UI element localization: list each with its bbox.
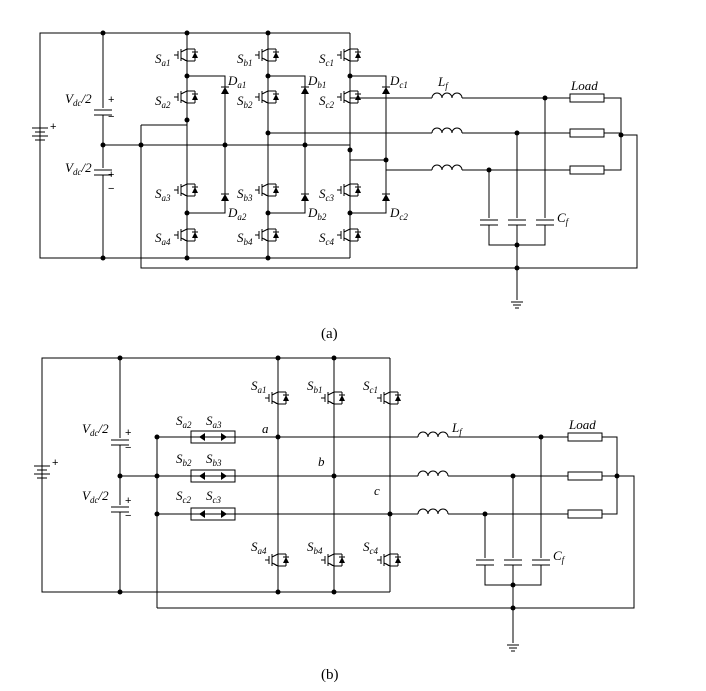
svg-text:Sc2: Sc2: [176, 488, 191, 505]
svg-text:Sb1: Sb1: [237, 51, 253, 68]
svg-text:Sc3: Sc3: [206, 488, 221, 505]
svg-text:Sc4: Sc4: [363, 539, 378, 556]
svg-text:Sc3: Sc3: [319, 186, 334, 203]
svg-text:Sa2: Sa2: [155, 93, 171, 110]
node-b: b: [318, 454, 325, 469]
svg-text:Sc2: Sc2: [319, 93, 334, 110]
svg-text:Sa2: Sa2: [176, 413, 192, 430]
svg-text:Sa3: Sa3: [206, 413, 222, 430]
cf-label-b: C: [553, 548, 562, 563]
svg-text:Sa3: Sa3: [155, 186, 171, 203]
svg-text:Db1: Db1: [307, 73, 326, 90]
svg-text:Vdc/2: Vdc/2: [65, 160, 92, 177]
lf-label-a: L: [437, 74, 445, 89]
svg-text:Sa4: Sa4: [251, 539, 267, 556]
svg-text:+: +: [108, 94, 114, 106]
svg-text:Db2: Db2: [307, 205, 327, 222]
svg-text:Vdc/2: Vdc/2: [82, 488, 109, 505]
svg-text:Sb4: Sb4: [307, 539, 323, 556]
svg-text:−: −: [125, 510, 131, 522]
vdc-label-a2: V: [65, 160, 75, 175]
svg-text:Sc1: Sc1: [319, 51, 334, 68]
load-label-b: Load: [568, 417, 596, 432]
svg-text:Sb3: Sb3: [237, 186, 253, 203]
svg-text:Sb3: Sb3: [206, 451, 222, 468]
diagram-a: + Vdc/2 + − Vdc/2 + −: [31, 30, 638, 342]
svg-text:Dc2: Dc2: [389, 205, 408, 222]
svg-text:Sa4: Sa4: [155, 230, 171, 247]
switch-labels-b: Sa1 Sb1 Sc1 Sa4 Sb4 Sc4: [251, 378, 378, 556]
load-label-a: Load: [570, 78, 598, 93]
svg-text:+: +: [108, 169, 114, 181]
svg-text:Dc1: Dc1: [389, 73, 408, 90]
svg-text:Sa1: Sa1: [251, 378, 267, 395]
svg-text:Da1: Da1: [227, 73, 246, 90]
vdc-label-b2: V: [82, 488, 92, 503]
legs-a: [173, 30, 362, 261]
vdc-label-a1: V: [65, 91, 75, 106]
svg-text:−: −: [108, 183, 114, 195]
bidir-switches-b: Sa2 Sa3 Sb2 Sb3 Sc2 Sc3: [154, 413, 390, 521]
svg-text:Sb2: Sb2: [237, 93, 253, 110]
svg-text:Lf: Lf: [437, 74, 449, 91]
filter-load-a: Lf Cf Load: [140, 74, 638, 309]
svg-text:Sb2: Sb2: [176, 451, 192, 468]
svg-text:−: −: [108, 111, 114, 123]
cf-label-a: C: [557, 210, 566, 225]
svg-text:Sa1: Sa1: [155, 51, 171, 68]
svg-text:Vdc/2: Vdc/2: [65, 91, 92, 108]
svg-text:+: +: [125, 427, 131, 439]
svg-text:Cf: Cf: [553, 548, 566, 565]
caption-a: (a): [321, 326, 338, 342]
svg-text:Sc1: Sc1: [363, 378, 378, 395]
diagram-b: + Vdc/2 + − Vdc/2 + −: [33, 355, 635, 683]
svg-text:+: +: [50, 121, 56, 133]
switch-labels-a: Sa1 Sb1 Sc1 Sa2 Sb2 Sc2 Sa3 Sb3 Sc3 Sa4 …: [155, 51, 408, 247]
node-c: c: [374, 483, 380, 498]
svg-text:Vdc/2: Vdc/2: [82, 421, 109, 438]
svg-text:Lf: Lf: [451, 420, 463, 437]
svg-text:Da2: Da2: [227, 205, 247, 222]
svg-text:−: −: [125, 442, 131, 454]
svg-text:Sb1: Sb1: [307, 378, 323, 395]
vdc-label-b1: V: [82, 421, 92, 436]
svg-text:Sc4: Sc4: [319, 230, 334, 247]
node-a: a: [262, 421, 269, 436]
lf-label-b: L: [451, 420, 459, 435]
svg-text:Cf: Cf: [557, 210, 570, 227]
svg-text:+: +: [125, 495, 131, 507]
svg-text:Sb4: Sb4: [237, 230, 253, 247]
filter-load-b: Lf Cf Load: [157, 417, 635, 652]
caption-b: (b): [321, 667, 339, 683]
svg-text:+: +: [52, 457, 58, 469]
clamp-diodes-a: [138, 75, 391, 214]
